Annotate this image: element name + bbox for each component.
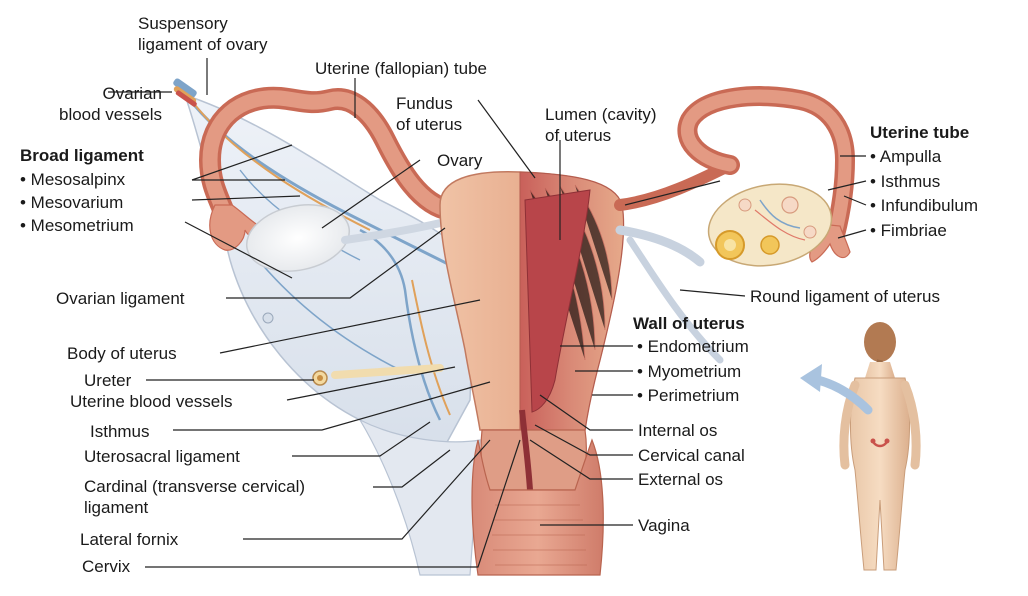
label-ovarian-blood-vessels: Ovarian blood vessels (58, 84, 162, 124)
vagina-shape (471, 438, 604, 576)
label-ovarian-ligament: Ovarian ligament (56, 289, 185, 308)
uterine-vessel-blue (359, 228, 442, 421)
cervical-canal-shape (519, 409, 533, 491)
label-lateral-fornix: Lateral fornix (80, 530, 179, 549)
body-silhouette-inset (839, 322, 921, 571)
uterine-cavity (524, 189, 591, 413)
label-mesosalpinx: • Mesosalpinx (20, 170, 126, 189)
label-ureter: Ureter (84, 371, 132, 390)
heading-wall-of-uterus: Wall of uterus (633, 314, 745, 333)
left-ovarian-ligament (341, 218, 449, 244)
heading-uterine-tube: Uterine tube (870, 123, 970, 142)
round-ligament-shape (615, 225, 705, 267)
label-round-ligament: Round ligament of uterus (750, 287, 940, 306)
ligament-lower-fold (358, 418, 481, 576)
label-body-of-uterus: Body of uterus (67, 344, 177, 363)
label-cardinal-ligament: Cardinal (transverse cervical) ligament (84, 477, 306, 517)
leader-lines (108, 58, 867, 568)
cervix-shape (480, 429, 587, 491)
label-fundus-of-uterus: Fundus of uterus (396, 94, 463, 134)
ovarian-follicles (715, 196, 817, 260)
label-endometrium: • Endometrium (637, 337, 749, 356)
label-ovary: Ovary (437, 151, 483, 170)
label-isthmus-tube: • Isthmus (870, 172, 941, 191)
vaginal-rugae (492, 504, 587, 566)
ligament-knob (262, 312, 274, 324)
label-isthmus-uterus: Isthmus (90, 422, 150, 441)
ureter-shape (331, 364, 444, 379)
label-cervical-canal: Cervical canal (638, 446, 745, 465)
label-mesometrium: • Mesometrium (20, 216, 134, 235)
label-uterosacral-ligament: Uterosacral ligament (84, 447, 240, 466)
ovarian-blood-vessels-stub (173, 78, 197, 107)
label-mesovarium: • Mesovarium (20, 193, 124, 212)
label-external-os: External os (638, 470, 724, 489)
left-ovary (245, 204, 351, 272)
label-infundibulum: • Infundibulum (870, 196, 979, 215)
uterine-vessel-orange (411, 279, 451, 416)
label-vagina: Vagina (638, 516, 690, 535)
label-lumen-of-uterus: Lumen (cavity) of uterus (545, 105, 657, 145)
label-ampulla: • Ampulla (870, 147, 942, 166)
label-cervix: Cervix (82, 557, 131, 576)
label-internal-os: Internal os (638, 421, 718, 440)
label-myometrium: • Myometrium (637, 362, 742, 381)
label-uterine-fallopian-tube: Uterine (fallopian) tube (315, 59, 487, 78)
left-fimbriae (209, 204, 263, 251)
right-ovary (707, 183, 833, 267)
heading-broad-ligament: Broad ligament (20, 146, 144, 165)
label-suspensory-ligament: Suspensory ligament of ovary (138, 14, 268, 54)
label-fimbriae: • Fimbriae (870, 221, 947, 240)
label-uterine-blood-vessels: Uterine blood vessels (70, 392, 233, 411)
label-perimetrium: • Perimetrium (637, 386, 740, 405)
